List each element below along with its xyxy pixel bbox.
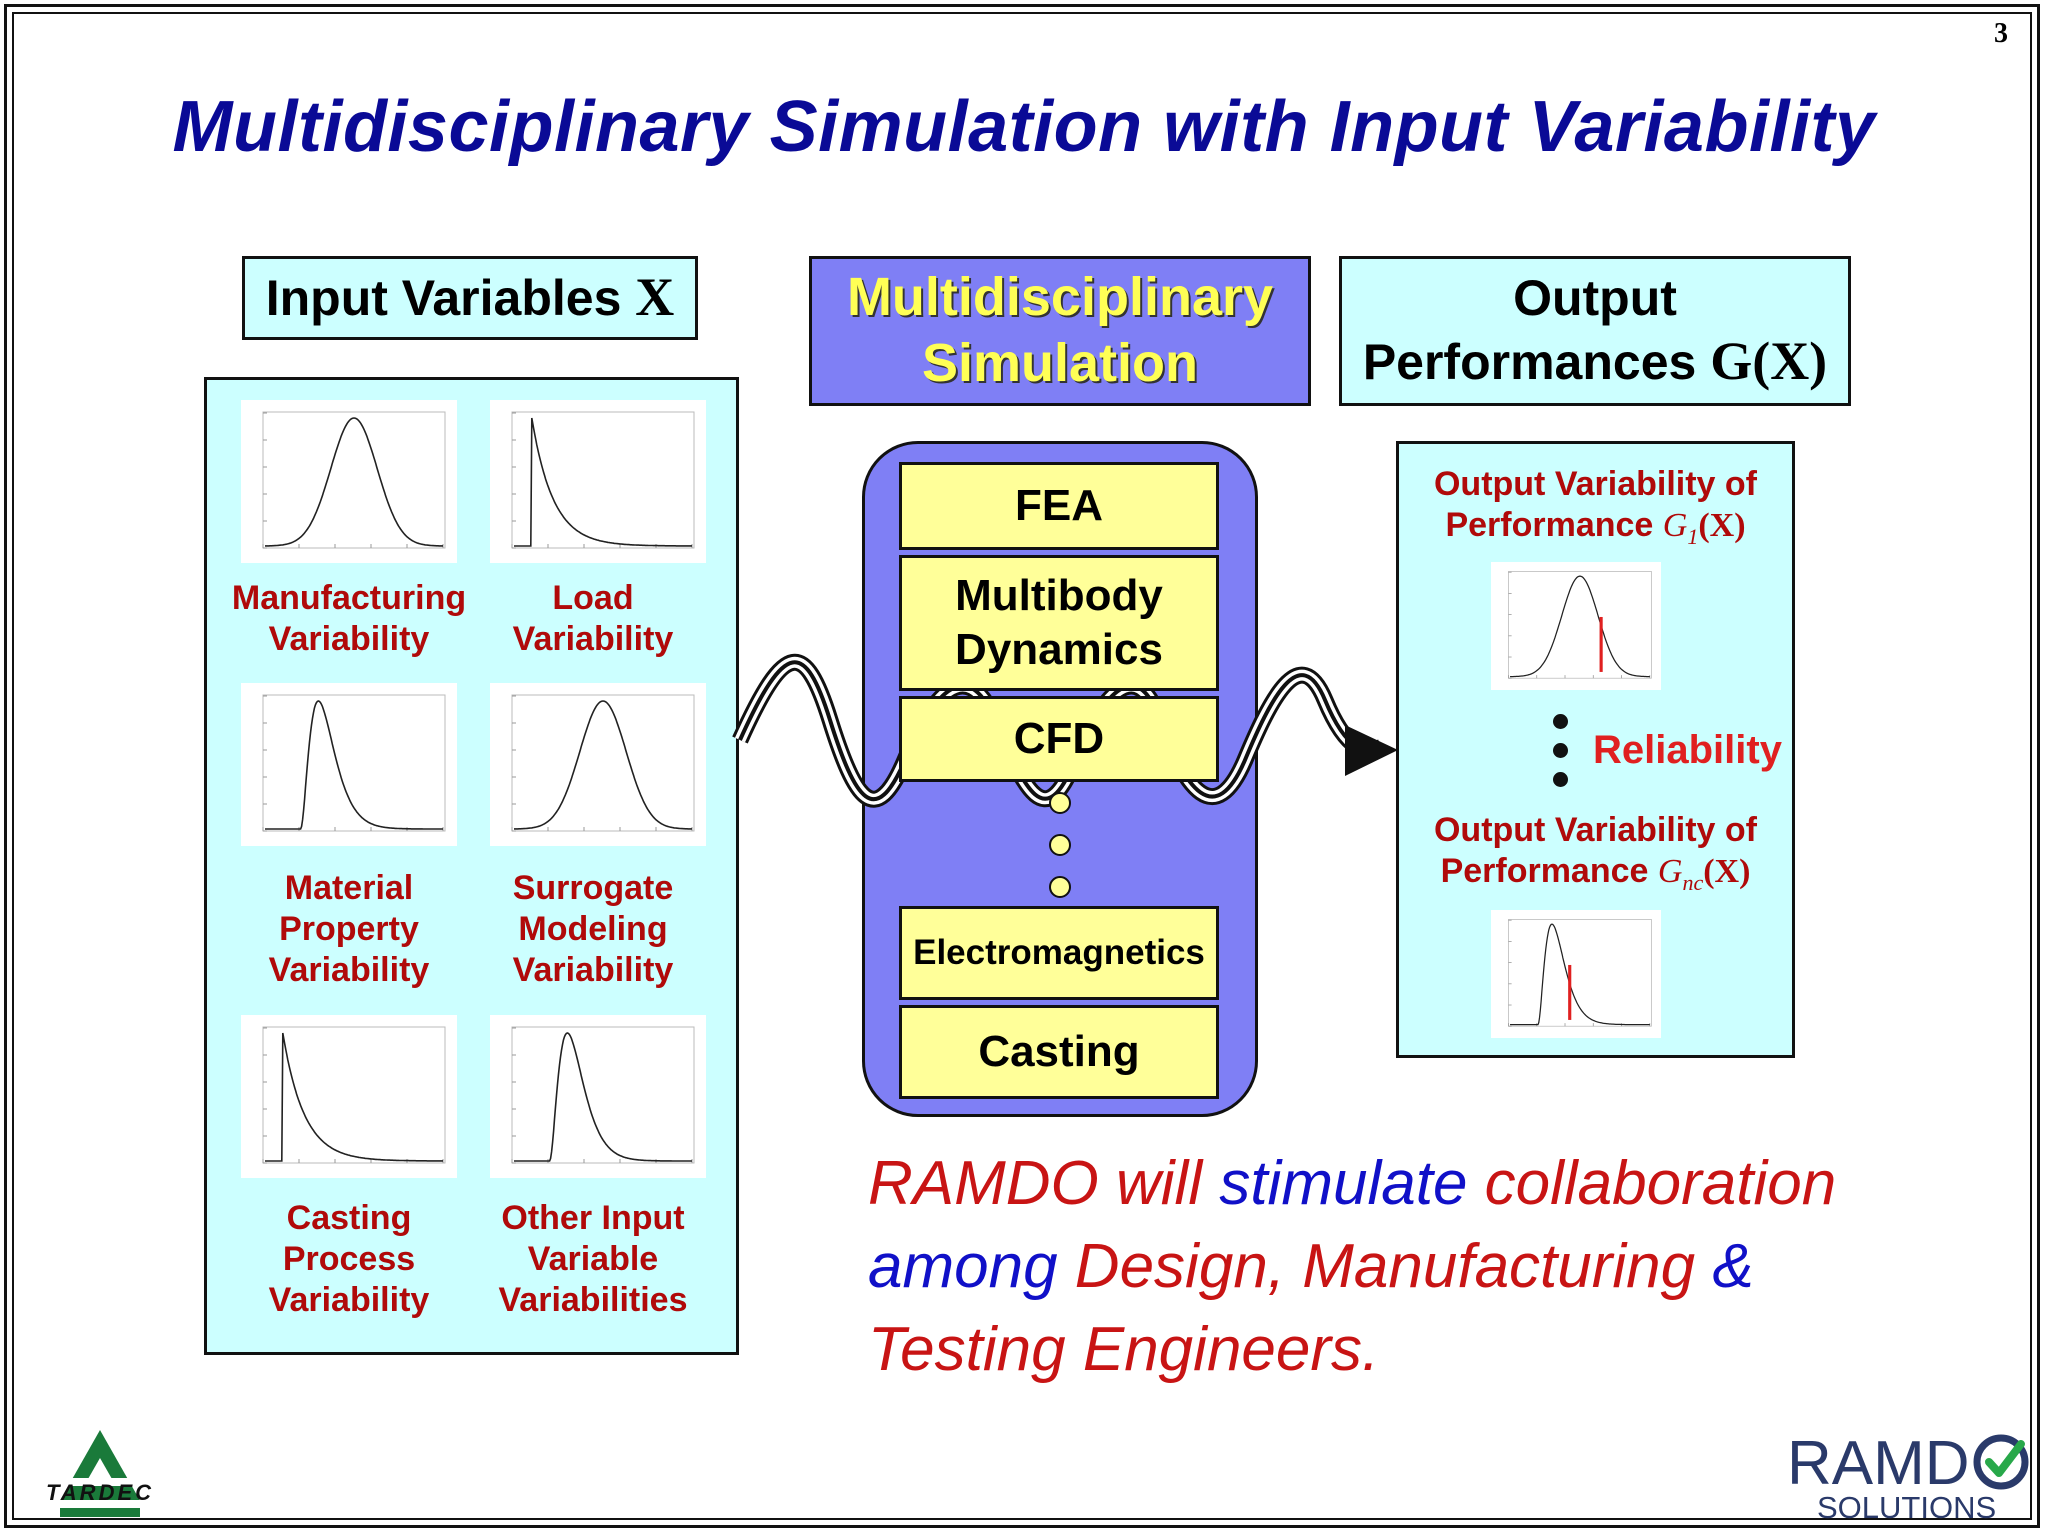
slide-title: Multidisciplinary Simulation with Input …: [172, 87, 1876, 167]
cfd-box: CFD: [899, 696, 1219, 782]
collaboration-statement: RAMDO will stimulate collaboration among…: [868, 1142, 1968, 1391]
tardec-logo: TARDEC: [20, 1428, 180, 1525]
statement-line2: among Design, Manufacturing &: [868, 1232, 1754, 1301]
g1-line2: Performance G1(X): [1445, 506, 1746, 549]
output-header-line2: Performances G(X): [1363, 329, 1827, 395]
electromagnetics-box: Electromagnetics: [899, 906, 1219, 1000]
ellipsis-dot: [1553, 772, 1568, 787]
output-header-line2-text: Performances: [1362, 333, 1711, 390]
sim-header-line2: Simulation: [921, 333, 1198, 393]
input-header-text: Input Variables: [265, 269, 636, 326]
statement-line3: Testing Engineers.: [868, 1315, 1380, 1384]
flow-arrowhead: [1345, 725, 1398, 776]
sim-header-line1: Multidisciplinary: [846, 267, 1274, 328]
input-variables-header: Input Variables X: [242, 256, 698, 340]
g1-line1: Output Variability of: [1433, 465, 1758, 503]
material-property-variability-plot: [241, 683, 457, 846]
manufacturing-variability-plot: [241, 400, 457, 563]
casting-box: Casting: [899, 1005, 1219, 1099]
svg-text:SOLUTIONS: SOLUTIONS: [1817, 1490, 1996, 1522]
output-header-line1: Output: [1513, 269, 1677, 326]
gnc-line2: Performance Gnc(X): [1440, 852, 1751, 895]
multibody-line1: Multibody: [955, 571, 1163, 621]
other-input-variability-plot: [490, 1015, 706, 1178]
gnc-output-label: Output Variability of Performance Gnc(X): [1396, 810, 1795, 903]
ellipsis-dot: [1049, 876, 1071, 898]
slide-outer-border: [4, 4, 2040, 1528]
ellipsis-dot: [1553, 714, 1568, 729]
gnc-line1: Output Variability of: [1433, 811, 1758, 849]
casting-process-variability-plot: [241, 1015, 457, 1178]
fea-box: FEA: [899, 462, 1219, 550]
slide-inner-border: [12, 12, 2032, 1520]
statement-line1: RAMDO will stimulate collaboration: [868, 1149, 1837, 1218]
gnc-output-distribution-plot: [1491, 910, 1661, 1038]
multidisciplinary-simulation-header: Multidisciplinary Simulation: [809, 256, 1311, 406]
output-header-symbol: G(X): [1710, 330, 1828, 391]
ellipsis-dot: [1049, 834, 1071, 856]
g1-output-label: Output Variability of Performance G1(X): [1396, 464, 1795, 557]
svg-text:TARDEC: TARDEC: [46, 1480, 154, 1505]
ramdo-solutions-logo: RAMD SOLUTIONS: [1785, 1426, 2035, 1527]
output-performances-header: Output Performances G(X): [1339, 256, 1851, 406]
load-variability-plot: [490, 400, 706, 563]
g1-output-distribution-plot: [1491, 562, 1661, 690]
surrogate-modeling-variability-plot: [490, 683, 706, 846]
multibody-line2: Dynamics: [955, 625, 1163, 674]
input-header-symbol: X: [635, 267, 675, 328]
ellipsis-dot: [1049, 792, 1071, 814]
ellipsis-dot: [1553, 743, 1568, 758]
multibody-dynamics-box: Multibody Dynamics: [899, 555, 1219, 691]
svg-text:RAMD: RAMD: [1787, 1429, 1970, 1498]
page-number: 3: [1994, 18, 2008, 49]
reliability-label: Reliability: [1593, 728, 1782, 772]
